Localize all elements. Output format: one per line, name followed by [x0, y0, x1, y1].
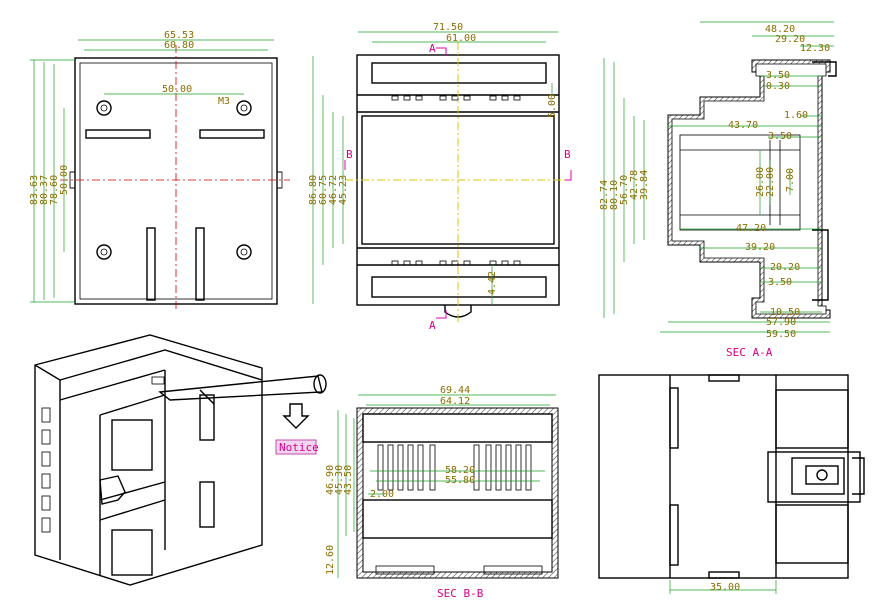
- section-marker-b-right: B: [564, 148, 571, 161]
- dim-aa-6: 1.60: [784, 110, 808, 121]
- dim-bb-1: 69.44: [440, 385, 470, 396]
- dim-aa-12: 42.78: [629, 170, 640, 200]
- dim-bb-6: 2.00: [370, 489, 394, 500]
- vent-slots-bottom: [391, 260, 521, 266]
- dim-aa-22: 57.90: [766, 317, 796, 328]
- dim-front-thread: M3: [218, 96, 230, 107]
- dim-aa-2: 29.20: [775, 34, 805, 45]
- dim-side-h4: 45.23: [338, 175, 349, 205]
- dim-bb-9: 12.60: [325, 545, 336, 575]
- dim-aa-8: 3.50: [768, 131, 792, 142]
- front-view: 65.53 60.80 50.00 M3 83.63 80.37 78.60 5…: [29, 30, 290, 312]
- front-rib-right: [195, 227, 205, 301]
- dim-aa-20: 3.50: [768, 277, 792, 288]
- section-bb-title: SEC B-B: [437, 587, 484, 600]
- dim-bb-4: 45.30: [334, 465, 345, 495]
- section-marker-a-bottom: A: [429, 319, 436, 332]
- dim-front-height-1: 83.63: [29, 175, 40, 205]
- dim-side-overall-width: 71.50: [433, 22, 463, 33]
- dim-front-height-3: 78.60: [49, 175, 60, 205]
- dim-side-clip: 4.42: [487, 271, 498, 295]
- bottom-din-clip: [767, 451, 865, 503]
- isometric-view: Notice: [34, 334, 327, 586]
- mounting-hole: [96, 100, 252, 260]
- iso-outline: [34, 334, 263, 586]
- dim-front-inner-width: 60.80: [164, 40, 194, 51]
- dim-front-hole-spacing: 50.00: [162, 84, 192, 95]
- dim-aa-15: 22.00: [765, 167, 776, 197]
- bottom-view: 35.00: [598, 374, 865, 594]
- front-rib-left: [146, 227, 156, 301]
- dim-bb-3: 46.90: [325, 465, 336, 495]
- dim-aa-23: 59.50: [766, 329, 796, 340]
- dim-aa-3: 12.30: [800, 43, 830, 54]
- dim-aa-9: 82.74: [599, 180, 610, 210]
- dim-side-h2: 60.75: [318, 175, 329, 205]
- dim-aa-19: 20.20: [770, 262, 800, 273]
- dim-bb-8: 55.80: [445, 475, 475, 486]
- dim-bb-5: 43.50: [343, 465, 354, 495]
- notice-label: Notice: [279, 441, 319, 454]
- dim-bottom-1: 35.00: [710, 582, 740, 593]
- notice-badge: [275, 439, 317, 455]
- dim-aa-14: 26.00: [755, 167, 766, 197]
- screwdriver: [158, 375, 323, 401]
- dim-bb-7: 58.20: [445, 465, 475, 476]
- section-aa: 48.20 29.20 12.30 3.50 0.30 1.60 43.70 3…: [599, 21, 837, 359]
- section-marker-b-left: B: [346, 148, 353, 161]
- dim-aa-1: 48.20: [765, 24, 795, 35]
- dim-aa-11: 56.70: [619, 175, 630, 205]
- bottom-outline: [598, 374, 849, 579]
- dim-aa-5: 0.30: [766, 81, 790, 92]
- side-view: A A B B 71.50 61.00 5.00 86.80 60.75 46.…: [308, 22, 572, 332]
- section-aa-title: SEC A-A: [726, 346, 773, 359]
- front-slot-left: [85, 129, 151, 139]
- dim-front-height-2: 80.37: [39, 175, 50, 205]
- dim-aa-17: 47.20: [736, 223, 766, 234]
- dim-aa-7: 43.70: [728, 120, 758, 131]
- arrow-down-icon: [282, 403, 310, 429]
- dim-front-overall-width: 65.53: [164, 30, 194, 41]
- section-marker-a-top: A: [429, 42, 436, 55]
- front-slot-right: [199, 129, 265, 139]
- dim-aa-13: 39.84: [639, 170, 650, 200]
- dim-front-hole-vertical: 50.00: [59, 165, 70, 195]
- vent-slots-top: [391, 95, 521, 101]
- dim-aa-16: 7.00: [785, 168, 796, 192]
- dim-aa-21: 10.50: [770, 307, 800, 318]
- dim-aa-4: 3.50: [766, 70, 790, 81]
- dim-aa-10: 80.10: [609, 180, 620, 210]
- section-bb: 69.44 64.12 46.90 45.30 43.50 2.00 58.20…: [325, 385, 559, 600]
- dim-aa-18: 39.20: [745, 242, 775, 253]
- dim-bb-2: 64.12: [440, 396, 470, 407]
- dim-side-inner-width: 61.00: [446, 33, 476, 44]
- iso-din-clip: [99, 475, 126, 505]
- dim-side-step: 5.00: [547, 94, 558, 118]
- dim-side-height: 86.80: [308, 175, 319, 205]
- dim-side-h3: 46.72: [328, 175, 339, 205]
